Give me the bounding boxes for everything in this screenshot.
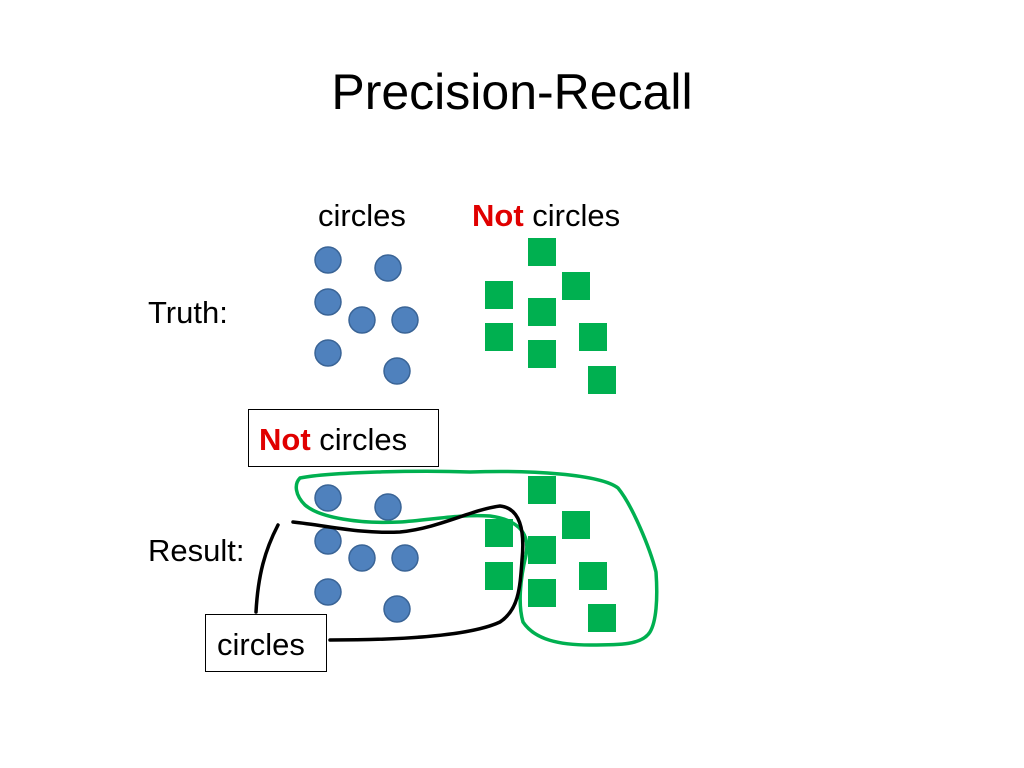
result-circles-group bbox=[314, 484, 419, 623]
green-square-icon bbox=[528, 579, 556, 607]
truth-squares-group bbox=[485, 238, 616, 394]
result-squares-group bbox=[485, 476, 616, 632]
circles-result-outline-left bbox=[254, 523, 280, 614]
blue-circle-icon bbox=[314, 484, 342, 512]
blue-circle-icon bbox=[314, 578, 342, 606]
green-square-icon bbox=[528, 340, 556, 368]
blue-circle-icon bbox=[374, 254, 402, 282]
not-circles-rest: circles bbox=[523, 198, 621, 233]
truth-circles-group bbox=[314, 246, 419, 385]
blue-circle-icon bbox=[314, 246, 342, 274]
green-square-icon bbox=[588, 366, 616, 394]
blue-circle-icon bbox=[383, 595, 411, 623]
green-square-icon bbox=[528, 298, 556, 326]
green-square-icon bbox=[562, 511, 590, 539]
blue-circle-icon bbox=[391, 544, 419, 572]
result-row-label: Result: bbox=[148, 533, 245, 568]
green-square-icon bbox=[579, 323, 607, 351]
circles-box: circles bbox=[205, 614, 327, 672]
green-square-icon bbox=[562, 272, 590, 300]
truth-circles-label: circles bbox=[318, 198, 406, 233]
blue-circle-icon bbox=[374, 493, 402, 521]
blue-circle-icon bbox=[314, 527, 342, 555]
truth-row-label: Truth: bbox=[148, 295, 228, 330]
not-circles-result-outline bbox=[294, 469, 659, 647]
blue-circle-icon bbox=[348, 306, 376, 334]
slide-title: Precision-Recall bbox=[331, 64, 693, 120]
green-square-icon bbox=[485, 281, 513, 309]
blue-circle-icon bbox=[391, 306, 419, 334]
truth-not-circles-label: Not circles bbox=[472, 197, 620, 234]
not-circles-rest: circles bbox=[310, 422, 408, 457]
green-square-icon bbox=[528, 476, 556, 504]
blue-circle-icon bbox=[314, 288, 342, 316]
not-emphasis: Not bbox=[259, 422, 311, 457]
circles-result-outline bbox=[291, 504, 525, 642]
green-square-icon bbox=[528, 238, 556, 266]
green-square-icon bbox=[528, 536, 556, 564]
not-circles-box: Not circles bbox=[248, 409, 439, 467]
not-emphasis: Not bbox=[472, 198, 524, 233]
blue-circle-icon bbox=[383, 357, 411, 385]
blue-circle-icon bbox=[348, 544, 376, 572]
green-square-icon bbox=[485, 562, 513, 590]
blue-circle-icon bbox=[314, 339, 342, 367]
green-square-icon bbox=[485, 323, 513, 351]
green-square-icon bbox=[485, 519, 513, 547]
green-square-icon bbox=[588, 604, 616, 632]
green-square-icon bbox=[579, 562, 607, 590]
